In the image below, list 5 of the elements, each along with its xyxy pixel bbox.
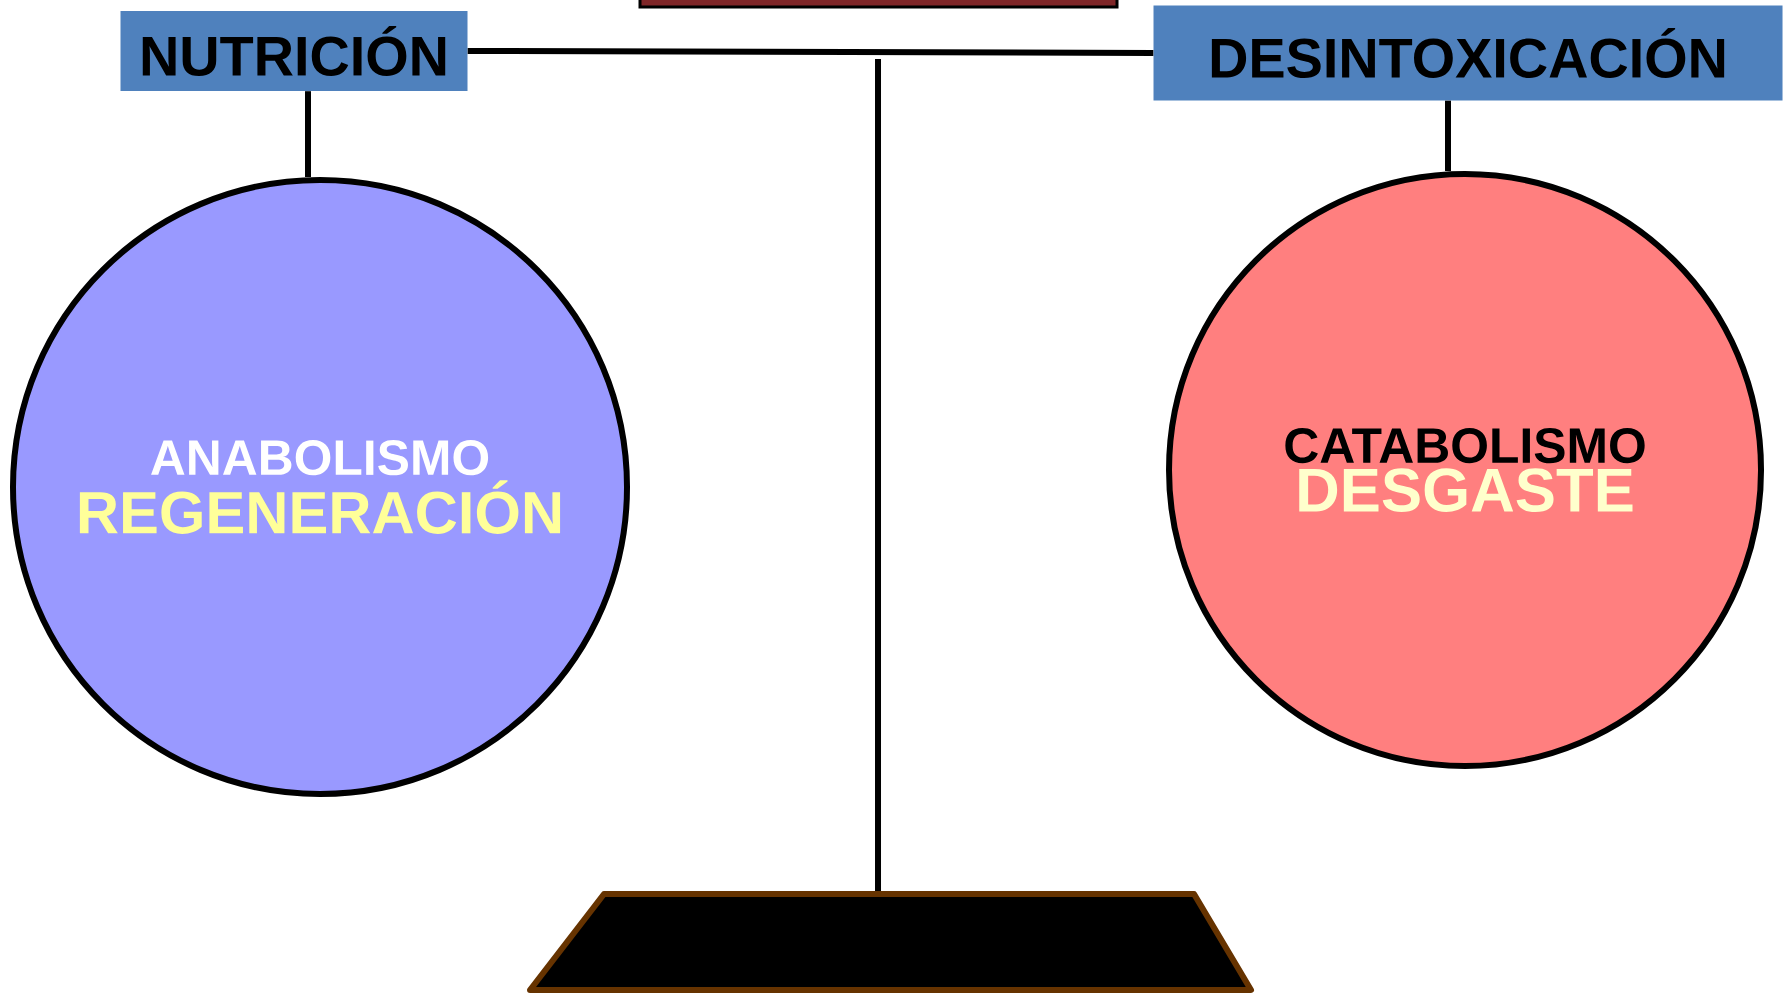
balance-beam xyxy=(467,48,1154,56)
rope xyxy=(1445,100,1451,171)
label-box: DESINTOXICACIÓN xyxy=(1153,5,1783,101)
label-box: NUTRICIÓN xyxy=(120,11,468,91)
rope xyxy=(305,91,311,177)
